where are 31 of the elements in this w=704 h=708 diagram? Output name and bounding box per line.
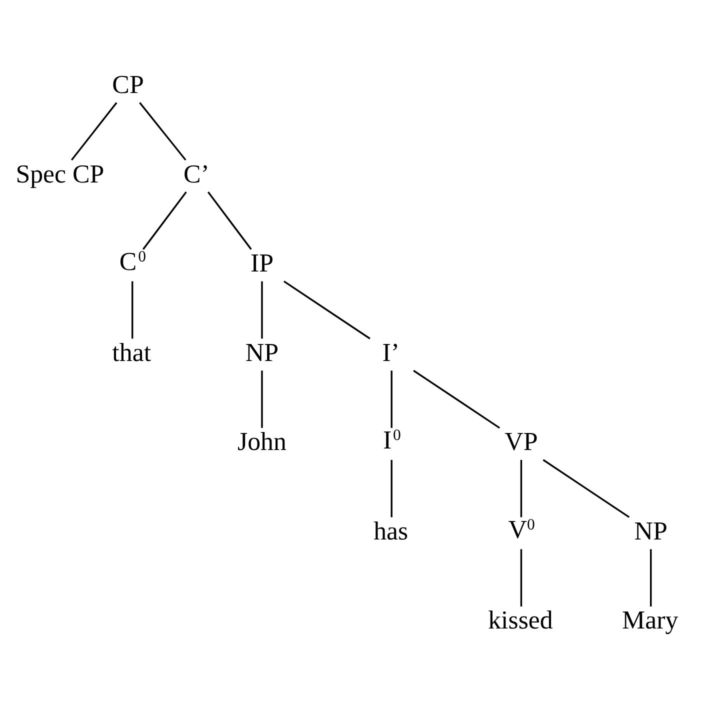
connector [542, 458, 630, 518]
connector [284, 280, 370, 339]
node-text: NP [634, 516, 668, 545]
connector [390, 459, 392, 517]
connector [142, 190, 187, 250]
node-text: that [112, 337, 152, 366]
node-text: V$^{0}$ [508, 514, 535, 544]
node-text: IP [250, 248, 274, 278]
node-text: has [374, 516, 408, 545]
node-text: NP [245, 337, 279, 366]
connector [131, 280, 134, 338]
node-text: kissed [488, 605, 553, 634]
connector [207, 190, 252, 250]
connector [70, 102, 118, 160]
connector [413, 369, 500, 428]
connector [520, 548, 522, 606]
node-text: VP [504, 426, 538, 456]
node-text: Mary [622, 605, 678, 634]
node-text: CP [112, 69, 144, 98]
connector [261, 280, 263, 338]
connector [261, 370, 263, 428]
node-text: John [237, 426, 286, 456]
node-text: C$^{0}$ [119, 246, 146, 276]
node-text: Spec CP [16, 158, 104, 188]
connector [390, 370, 392, 428]
connector [139, 102, 186, 160]
node-text: C’ [183, 158, 210, 188]
node-text: I’ [382, 337, 400, 366]
connector [650, 548, 652, 606]
node-text: I$^{0}$ [382, 425, 401, 454]
connector [520, 459, 522, 517]
